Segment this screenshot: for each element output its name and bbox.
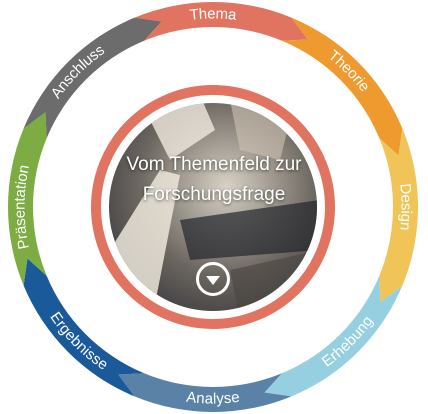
segment-präsentation[interactable] (8, 112, 47, 286)
inner-ring (91, 85, 335, 329)
segment-label-design: Design (396, 183, 414, 231)
cycle-segments (8, 1, 418, 412)
segment-label-analyse: Analyse (185, 389, 240, 408)
expand-button[interactable] (196, 262, 230, 296)
center-title: Vom Themenfeld zur Forschungsfrage (108, 150, 320, 210)
center-photo (109, 103, 317, 311)
segment-design[interactable] (379, 128, 418, 302)
center-title-line1: Vom Themenfeld zur (126, 154, 302, 175)
segment-anschluss[interactable] (23, 17, 162, 139)
segment-label-thema: Thema (189, 5, 238, 23)
segment-ergebnisse[interactable] (23, 258, 145, 397)
segment-analyse[interactable] (118, 373, 292, 412)
segment-label-ergebnisse: Ergebnisse (47, 309, 112, 374)
segment-theorie[interactable] (281, 17, 403, 156)
triangle-down-icon (206, 276, 220, 285)
center-title-line2: Forschungsfrage (142, 184, 286, 205)
segment-label-anschluss: Anschluss (48, 42, 108, 102)
segment-thema[interactable] (134, 1, 308, 41)
segment-label-erhebung: Erhebung (319, 313, 377, 371)
segment-erhebung[interactable] (264, 275, 403, 397)
segment-label-präsentation: Präsentation (11, 163, 32, 250)
